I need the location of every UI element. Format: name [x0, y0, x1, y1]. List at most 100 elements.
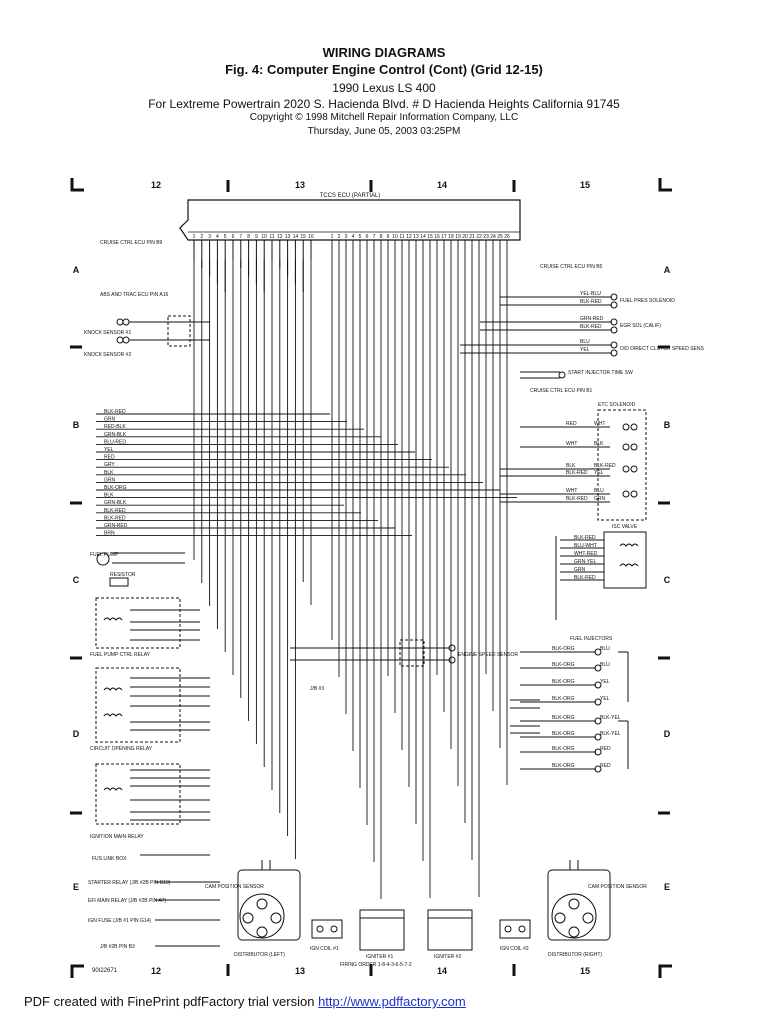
injector-wire-label: BLK-ORG [552, 746, 575, 752]
label-efi-main: EFI MAIN RELAY (J/B #2B PIN A7) [88, 898, 167, 904]
grid-column-bottom-13: 13 [295, 966, 305, 976]
ecu-pin-right-9: 9 [387, 234, 390, 240]
ecu-pin-right-7: 7 [373, 234, 376, 240]
ecu-pin-right-11: 11 [399, 234, 404, 240]
label-engine-speed: ENGINE SPEED SENSOR [458, 652, 518, 658]
left-bus-label: GRY [104, 462, 115, 468]
ecu-pin-left-1: 1 [193, 234, 196, 240]
date-line: Thursday, June 05, 2003 03:25PM [307, 126, 461, 137]
ecu-pin-right-26: 26 [504, 234, 510, 240]
injector-wire-label: RED [600, 746, 611, 752]
isc-wire-label: GRN [574, 567, 586, 573]
left-bus-label: BLK-RED [104, 515, 126, 521]
etc-wire-label: BLK-RED [566, 470, 588, 476]
right-top-label: YEL [580, 347, 590, 353]
ecu-pin-right-3: 3 [345, 234, 348, 240]
label-knock-sensor-2: KNOCK SENSOR #2 [84, 352, 131, 358]
right-top-label: BLK-RED [580, 299, 602, 305]
ecu-pin-left-13: 13 [285, 234, 291, 240]
ecu-pin-right-16: 16 [434, 234, 440, 240]
label-ign-coil-2: IGN COIL #2 [500, 946, 529, 952]
component-drawings [95, 293, 647, 951]
label-resistor: RESISTOR [110, 572, 136, 578]
grid-column-top-12: 12 [151, 180, 161, 190]
grid-row-left-C: C [73, 575, 80, 585]
grid-row-right-C: C [664, 575, 671, 585]
left-bus-label: BLK-RED [104, 508, 126, 514]
left-bus-label: GRN-RED [104, 523, 128, 529]
label-ign-coil-1: IGN COIL #1 [310, 946, 339, 952]
ecu-pin-left-12: 12 [277, 234, 283, 240]
label-od-direct: O/D DIRECT CLUTCH SPEED SENS [620, 346, 704, 352]
ecu-pin-right-17: 17 [441, 234, 447, 240]
ecu-pin-right-10: 10 [392, 234, 398, 240]
label-starter-relay: STARTER RELAY (J/B #2B PIN B10) [88, 880, 171, 886]
injector-wire-label: BLK-ORG [552, 731, 575, 737]
grid-column-top-13: 13 [295, 180, 305, 190]
right-top-label: BLU [580, 339, 590, 345]
ecu-pin-right-12: 12 [406, 234, 412, 240]
grid-column-top-15: 15 [580, 180, 590, 190]
label-fuel-pres: FUEL PRES SOLENOID [620, 298, 675, 304]
etc-wire-label: WHT [566, 488, 577, 494]
ecu-pin-right-5: 5 [359, 234, 362, 240]
left-bus-label: BLK [104, 493, 114, 499]
ecu-pin-left-16: 16 [308, 234, 314, 240]
label-cruise-ctrl-b5: CRUISE CTRL ECU PIN B5 [540, 264, 603, 270]
ecu-pin-right-14: 14 [420, 234, 426, 240]
footer-link[interactable]: http://www.pdffactory.com [318, 994, 466, 1009]
label-fuel-injectors: FUEL INJECTORS [570, 636, 613, 642]
ecu-pin-left-6: 6 [232, 234, 235, 240]
isc-wire-label: BLU-WHT [574, 543, 597, 549]
ecu-pin-left-4: 4 [216, 234, 219, 240]
etc-wire-label: YEL [594, 470, 604, 476]
injector-wire-label: BLK-ORG [552, 662, 575, 668]
etc-wire-label: BLK-RED [566, 496, 588, 502]
ecu-pin-left-11: 11 [269, 234, 274, 240]
label-knock-sensor-1: KNOCK SENSOR #1 [84, 330, 131, 336]
grid-row-left-D: D [73, 729, 80, 739]
isc-wire-label: GRN-YEL [574, 559, 596, 565]
left-bus-label: BRN [104, 531, 115, 537]
left-bus-label: BLK [104, 470, 114, 476]
footer: PDF created with FinePrint pdfFactory tr… [24, 994, 466, 1009]
grid-row-right-E: E [664, 882, 670, 892]
ecu-title: TCCS ECU (PARTIAL) [320, 193, 381, 199]
injector-wire-label: BLK-ORG [552, 679, 575, 685]
left-bus-labels: BLK-REDGRNRED-BLKGRN-BLKBLU-REDYELREDGRY… [104, 409, 128, 537]
label-egr-sol: EGR SOL (CALIF) [620, 323, 661, 329]
left-bus-label: RED [104, 455, 115, 461]
left-bus-label: BLK-ORG [104, 485, 127, 491]
ecu-pin-right-25: 25 [497, 234, 503, 240]
injector-wire-label: BLK-ORG [552, 763, 575, 769]
injector-wire-label: RED [600, 763, 611, 769]
ecu-pin-right-8: 8 [380, 234, 383, 240]
ecu-pin-right-23: 23 [483, 234, 489, 240]
label-cruise-ctrl-b9: CRUISE CTRL ECU PIN B9 [100, 240, 163, 246]
ecu-pin-left-10: 10 [261, 234, 267, 240]
injector-wire-label: BLK-ORG [552, 715, 575, 721]
ecu-pin-left-14: 14 [293, 234, 299, 240]
ecu-pin-right-18: 18 [448, 234, 454, 240]
left-bus-label: YEL [104, 447, 114, 453]
row-ticks [70, 345, 670, 815]
ecu-pin-right-1: 1 [331, 234, 334, 240]
label-firing-order: FIRING ORDER 1-8-4-3-6-5-7-2 [340, 962, 412, 968]
vehicle-line: 1990 Lexus LS 400 [332, 81, 436, 95]
ecu-pin-right-15: 15 [427, 234, 433, 240]
grid-row-left-B: B [73, 420, 80, 430]
left-bus-label: BLK-RED [104, 409, 126, 415]
grid-column-bottom-14: 14 [437, 966, 447, 976]
injector-wire-label: BLK-YEL [600, 731, 621, 737]
ecu-pin-right-6: 6 [366, 234, 369, 240]
injector-wire-label: YEL [600, 696, 610, 702]
left-wire-bus [96, 413, 517, 537]
label-etc-solenoid: ETC SOLENOID [598, 402, 636, 408]
label-dist-right: DISTRIBUTOR (RIGHT) [548, 952, 602, 958]
injector-wire-label: YEL [600, 679, 610, 685]
ecu-pin-left-8: 8 [247, 234, 250, 240]
ecu-pin-left-15: 15 [300, 234, 306, 240]
copyright-line: Copyright © 1998 Mitchell Repair Informa… [249, 112, 519, 123]
